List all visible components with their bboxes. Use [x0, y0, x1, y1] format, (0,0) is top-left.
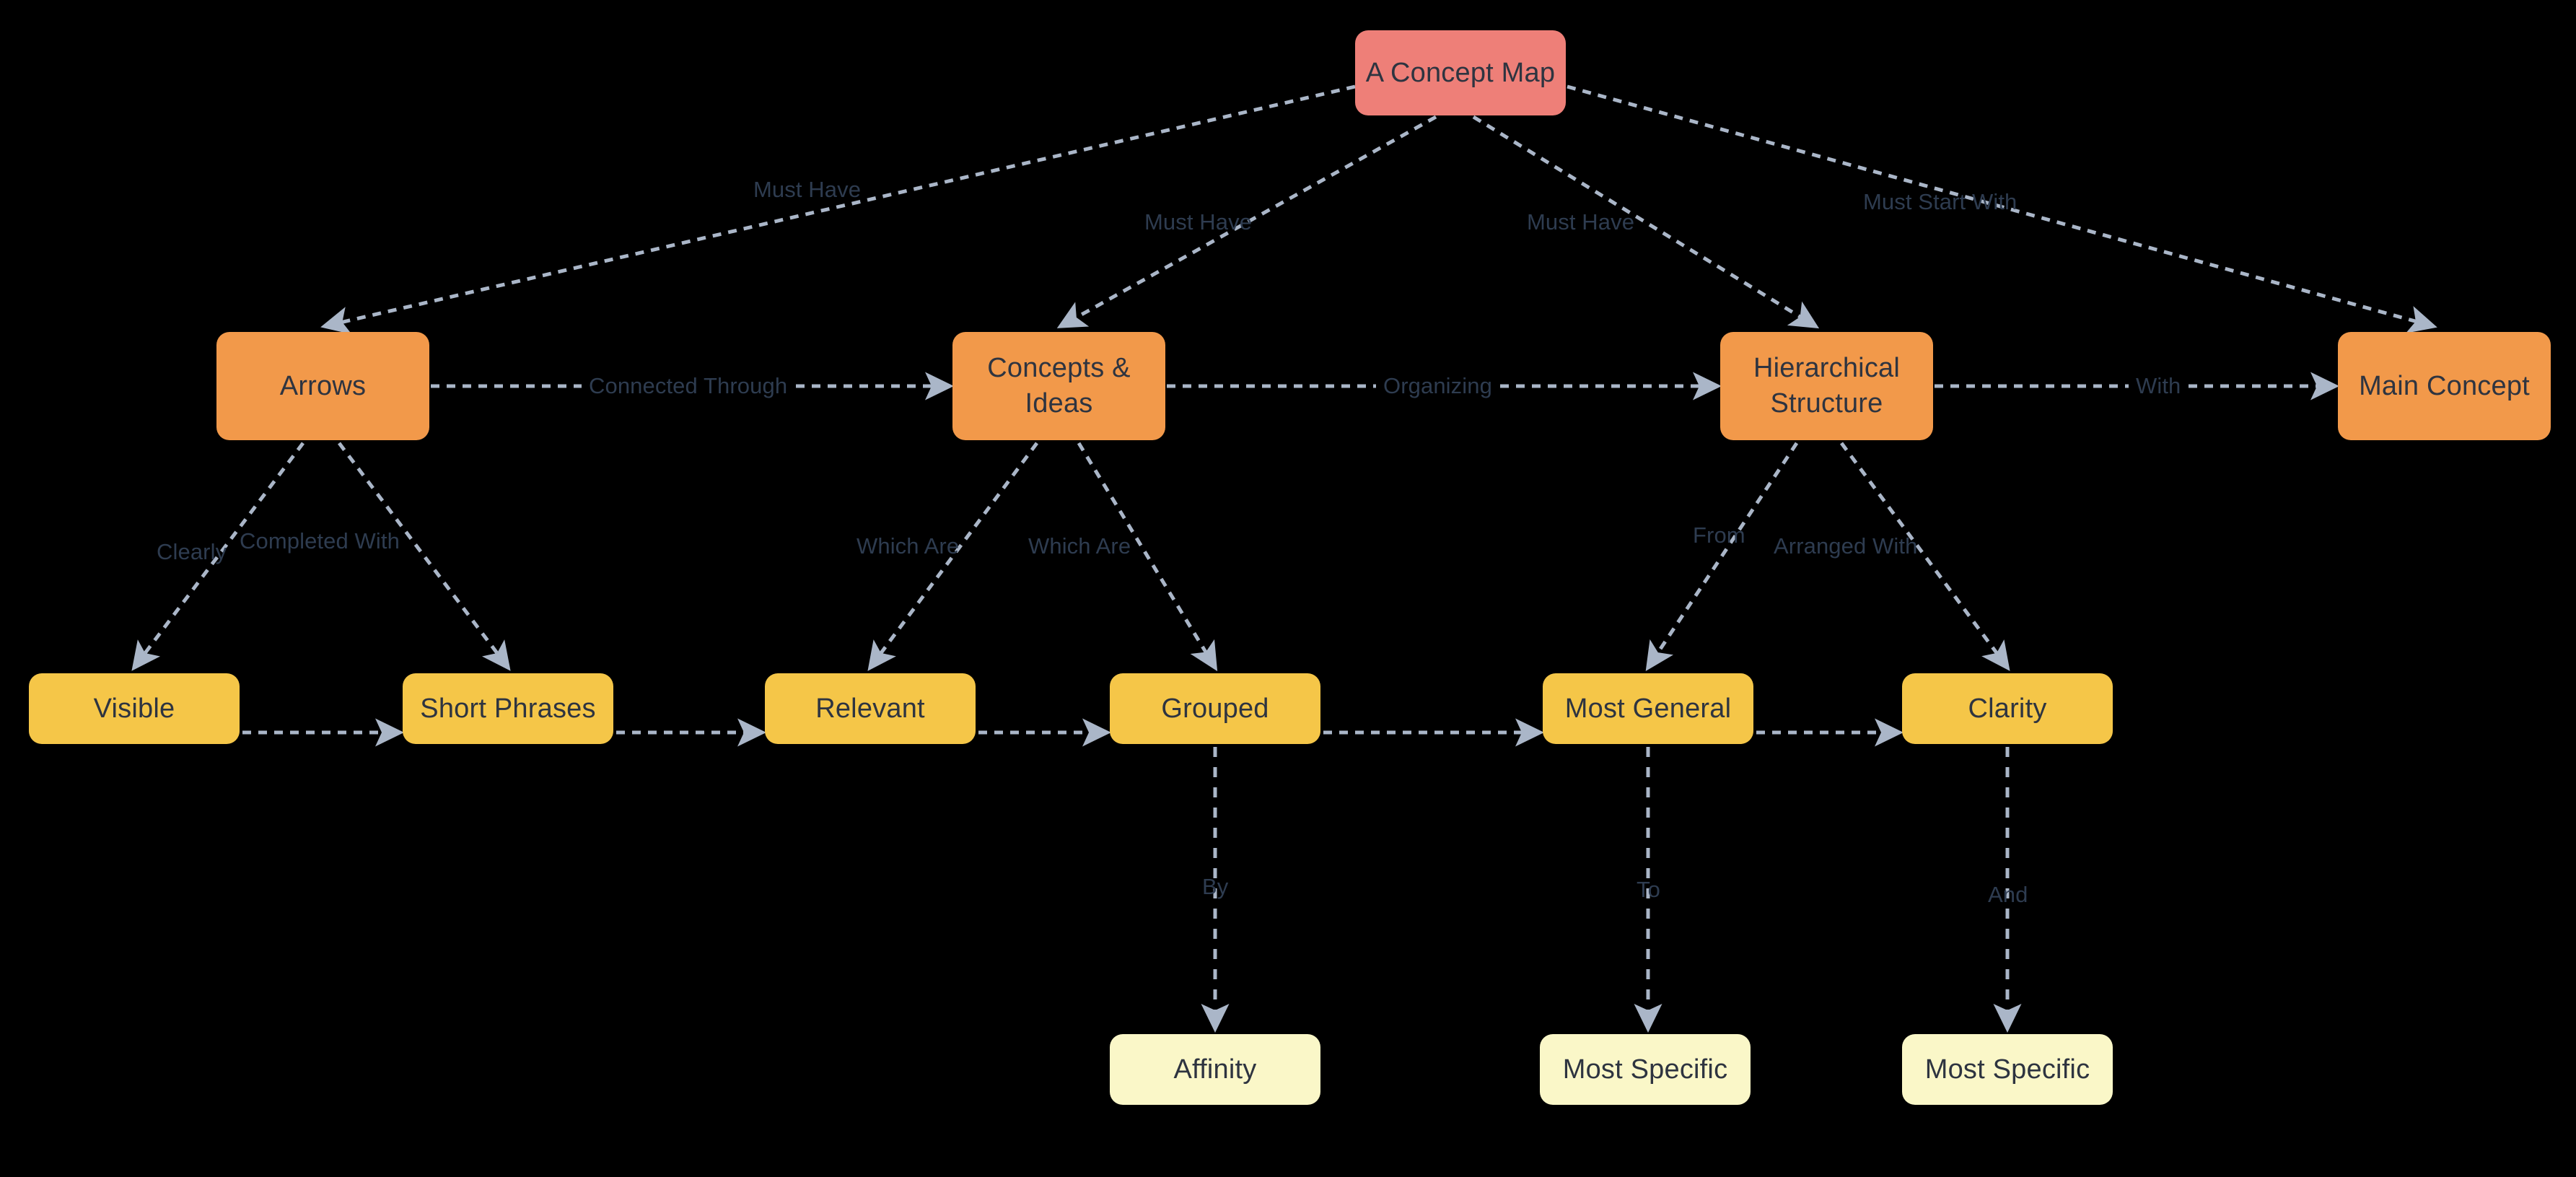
edge-label-hierarchical-to-most-general: From [1693, 522, 1745, 548]
node-label: Relevant [815, 693, 925, 724]
node-label: Clarity [1968, 693, 2047, 724]
edge-label-concepts-ideas-to-relevant: Which Are [857, 533, 960, 559]
node-label: Hierarchical Structure [1753, 353, 1900, 419]
node-visible[interactable]: Visible [29, 673, 240, 744]
node-label: Most Specific [1924, 1054, 2090, 1085]
edge-label-clarity-to-most-specific-2: And [1988, 882, 2028, 907]
node-label: A Concept Map [1365, 57, 1556, 88]
node-affinity[interactable]: Affinity [1110, 1034, 1320, 1105]
edge-concept-map-to-arrows [320, 84, 1356, 335]
edge-label-hierarchical-to-main-concept: With [2129, 373, 2189, 399]
node-label: Most Specific [1562, 1054, 1728, 1085]
edge-label-arrows-to-visible: Clearly [157, 539, 227, 564]
edge-label-hierarchical-to-clarity: Arranged With [1774, 533, 1918, 559]
edge-label-arrows-to-short-phrases: Completed With [240, 528, 400, 554]
edge-label-concept-map-to-hierarchical: Must Have [1527, 209, 1635, 235]
node-label: Visible [93, 693, 175, 724]
node-short-phrases[interactable]: Short Phrases [403, 673, 613, 744]
node-grouped[interactable]: Grouped [1110, 673, 1320, 744]
edge-concept-map-to-hierarchical [1472, 115, 1820, 329]
node-clarity[interactable]: Clarity [1902, 673, 2113, 744]
node-concepts-ideas[interactable]: Concepts & Ideas [952, 332, 1165, 440]
node-label: Short Phrases [420, 693, 596, 724]
node-label: Arrows [279, 370, 367, 401]
edge-label-most-general-to-most-specific-1: To [1637, 877, 1660, 902]
node-most-specific-1[interactable]: Most Specific [1540, 1034, 1751, 1105]
node-concept-map[interactable]: A Concept Map [1355, 30, 1566, 115]
node-label: Most General [1564, 693, 1732, 724]
node-arrows[interactable]: Arrows [216, 332, 429, 440]
edge-label-concept-map-to-concepts-ideas: Must Have [1144, 209, 1253, 235]
node-label: Affinity [1173, 1054, 1257, 1085]
node-hierarchical[interactable]: Hierarchical Structure [1720, 332, 1933, 440]
edge-label-concepts-ideas-to-hierarchical: Organizing [1376, 373, 1499, 399]
edge-label-grouped-to-affinity: By [1202, 874, 1229, 899]
node-most-general[interactable]: Most General [1543, 673, 1753, 744]
edge-label-concept-map-to-main-concept: Must Start With [1863, 189, 2018, 214]
node-label: Main Concept [2359, 370, 2530, 401]
edge-arrows-to-short-phrases [338, 442, 511, 671]
node-main-concept[interactable]: Main Concept [2338, 332, 2551, 440]
edge-label-concepts-ideas-to-grouped: Which Are [1028, 533, 1131, 559]
edge-label-arrows-to-concepts-ideas: Connected Through [582, 373, 795, 399]
edge-label-concept-map-to-arrows: Must Have [753, 177, 862, 202]
node-most-specific-2[interactable]: Most Specific [1902, 1034, 2113, 1105]
node-label: Grouped [1161, 693, 1269, 724]
node-label: Concepts & Ideas [987, 353, 1131, 419]
node-relevant[interactable]: Relevant [765, 673, 976, 744]
